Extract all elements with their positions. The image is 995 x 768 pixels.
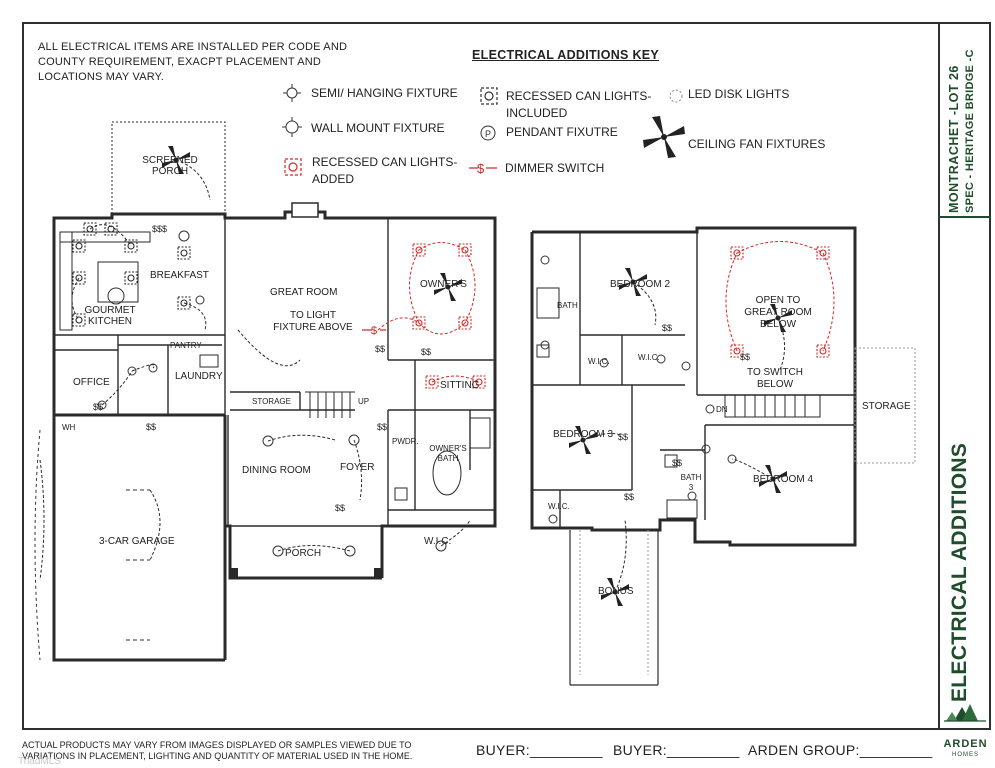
label-dn: DN <box>716 405 728 414</box>
room-bath-upper: BATH <box>557 301 578 310</box>
room-storage-main: STORAGE <box>252 397 291 406</box>
room-bedroom3: BEDROOM 3 <box>553 429 614 440</box>
room-three-car-garage: 3-CAR GARAGE <box>99 536 175 547</box>
room-wic-upper-b: W.I.C. <box>638 353 660 362</box>
label-water-heater: WH <box>62 423 76 432</box>
sheet-title: ELECTRICAL ADDITIONS <box>948 442 971 702</box>
arden-logo <box>940 700 990 727</box>
key-led-disk-label: LED DISK LIGHTS <box>688 87 790 101</box>
arden-group-signature-line[interactable]: ARDEN GROUP:_________ <box>748 742 933 758</box>
footer-disclaimer: ACTUAL PRODUCTS MAY VARY FROM IMAGES DIS… <box>22 740 413 761</box>
room-owners: OWNER'S <box>420 279 467 290</box>
room-owners-bath: OWNER'S BATH <box>429 444 467 463</box>
general-note: ALL ELECTRICAL ITEMS ARE INSTALLED PER C… <box>38 41 348 83</box>
key-recessed-added-label: RECESSED CAN LIGHTS-ADDED <box>312 155 458 186</box>
key-dimmer-label: DIMMER SWITCH <box>505 161 605 175</box>
room-great-room: GREAT ROOM <box>270 287 338 298</box>
project-spec: SPEC - HERITAGE BRIDGE -C <box>964 49 976 213</box>
room-bonus: BONUS <box>598 586 634 597</box>
room-bedroom4: BEDROOM 4 <box>753 474 814 485</box>
key-title: ELECTRICAL ADDITIONS KEY <box>472 48 660 62</box>
brand-sub: HOMES <box>951 752 979 758</box>
room-gourmet-kitchen: GOURMET KITCHEN <box>84 305 136 327</box>
label-to-switch-below: TO SWITCH BELOW <box>747 367 803 390</box>
room-office: OFFICE <box>73 377 110 388</box>
title-block-rule <box>938 216 991 218</box>
key-recessed-included-label: RECESSED CAN LIGHTS-INCLUDED <box>506 89 652 120</box>
buyer2-signature-line[interactable]: BUYER:_________ <box>613 742 740 758</box>
room-wic-upper-a: W.I.C. <box>588 357 610 366</box>
room-breakfast: BREAKFAST <box>150 270 209 281</box>
key-semi-hanging-label: SEMI/ HANGING FIXTURE <box>311 86 458 100</box>
room-bedroom2: BEDROOM 2 <box>610 279 671 290</box>
room-dining: DINING ROOM <box>242 465 311 476</box>
room-foyer: FOYER <box>340 462 375 473</box>
room-wic-upper-c: W.I.C. <box>548 502 570 511</box>
brand-name: ARDEN <box>943 738 988 750</box>
room-laundry: LAUNDRY <box>175 371 223 382</box>
room-bath3: BATH 3 <box>680 473 702 492</box>
room-pwdr: PWDR. <box>392 437 419 446</box>
room-sitting: SITTING <box>440 380 480 391</box>
key-ceiling-fan-label: CEILING FAN FIXTURES <box>688 137 826 151</box>
key-wall-mount-label: WALL MOUNT FIXTURE <box>311 121 445 135</box>
tree-logo-icon <box>944 704 986 722</box>
project-title: MONTRACHET -LOT 26 <box>947 65 961 213</box>
watermark: TriadMLS <box>18 756 61 767</box>
room-porch: PORCH <box>285 548 322 559</box>
key-pendant-label: PENDANT FIXUTRE <box>506 125 618 139</box>
room-pantry: PANTRY <box>170 341 202 350</box>
room-to-light-fixture: TO LIGHT FIXTURE ABOVE <box>273 310 353 333</box>
drawing-border <box>22 22 991 730</box>
room-storage-upper: STORAGE <box>862 401 911 412</box>
label-up: UP <box>358 397 370 406</box>
room-screened-porch: SCREENED PORCH <box>142 155 198 177</box>
title-block-divider <box>938 22 940 730</box>
room-wic-main: W.I.C. <box>424 536 452 547</box>
room-open-to-great-room: OPEN TO GREAT ROOM BELOW <box>744 295 812 330</box>
buyer1-signature-line[interactable]: BUYER:_________ <box>476 742 603 758</box>
